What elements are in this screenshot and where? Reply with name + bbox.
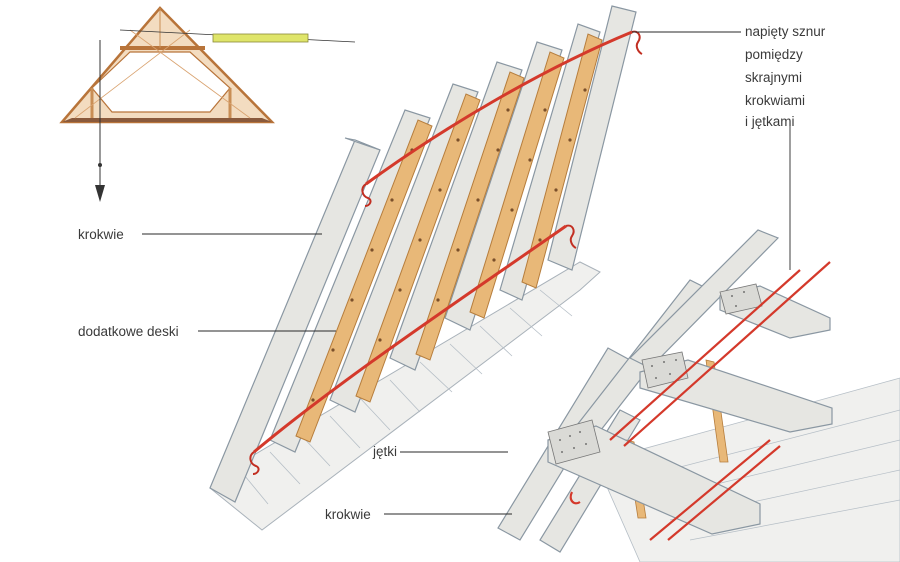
rafter-1 [209,137,381,503]
collar-beam-detail-view [497,229,900,562]
cord-hook-icon [249,30,643,475]
nail-plate [547,283,763,465]
collar-beams-label: jętki [373,444,398,459]
leader-lines [142,31,791,515]
extra-boards-label: dodatkowe deski [78,324,179,339]
cord-label-line-4: krokwiami [745,93,806,108]
attic-cross-section-inset [59,6,356,202]
spirit-level-icon [212,33,309,43]
cord-label-line-5: i jętkami [745,114,795,129]
rafters-label: krokwie [78,227,124,242]
cord-label-line-2: pomiędzy [745,47,803,62]
cord-label-line-1: napięty sznur [745,24,826,39]
taut-cord [569,261,831,541]
plumb-bob-icon [95,185,105,202]
cord-label-line-3: skrajnymi [745,70,803,85]
taut-cord [253,30,633,454]
rafters-bottom-label: krokwie [325,507,371,522]
extra-board [295,33,603,443]
rafter-7 [547,5,637,271]
rafters-with-boards-view [209,5,643,531]
